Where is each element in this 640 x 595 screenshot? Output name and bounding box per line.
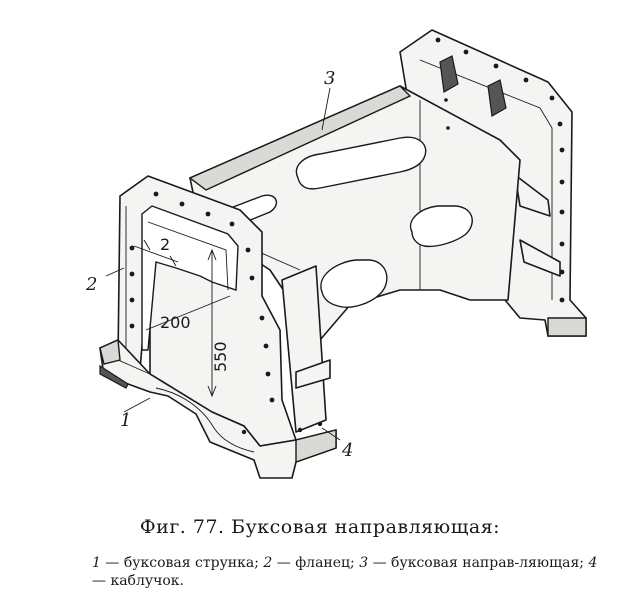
callout-3: 3 — [324, 68, 335, 89]
dimension-width: 200 — [160, 313, 191, 332]
dimension-lines — [133, 239, 231, 398]
callout-1: 1 — [120, 410, 131, 431]
legend-text-1: — буксовая струнка; — [100, 555, 264, 571]
legend-number-1: 1 — [92, 555, 101, 571]
caption-title: Фиг. 77. Буксовая направляющая: — [139, 516, 501, 538]
legend-text-2: — фланец; — [272, 555, 360, 571]
legend-number-2: 2 — [263, 555, 273, 571]
legend-text-3: — буксовая направ-ляющая; — [368, 555, 589, 571]
figure-caption: Фиг. 77. Буксовая направляющая: — [0, 516, 640, 538]
callout-4: 4 — [341, 440, 353, 461]
caption-legend: 1 — буксовая струнка; 2 — фланец; 3 — бу… — [92, 554, 612, 590]
callout-2: 2 — [85, 274, 97, 295]
legend-number-4: 4 — [588, 555, 598, 571]
legend-text-4: — каблучок. — [92, 573, 184, 589]
dimension-thickness: 2 — [160, 235, 170, 254]
legend-number-3: 3 — [359, 555, 369, 571]
base-and-heels — [99, 338, 337, 479]
axle-box-guide-drawing: 1 2 3 4 2 200 550 — [85, 29, 587, 479]
front-flange — [117, 175, 331, 447]
leader-lines — [105, 87, 341, 441]
dimension-height: 550 — [211, 341, 230, 372]
